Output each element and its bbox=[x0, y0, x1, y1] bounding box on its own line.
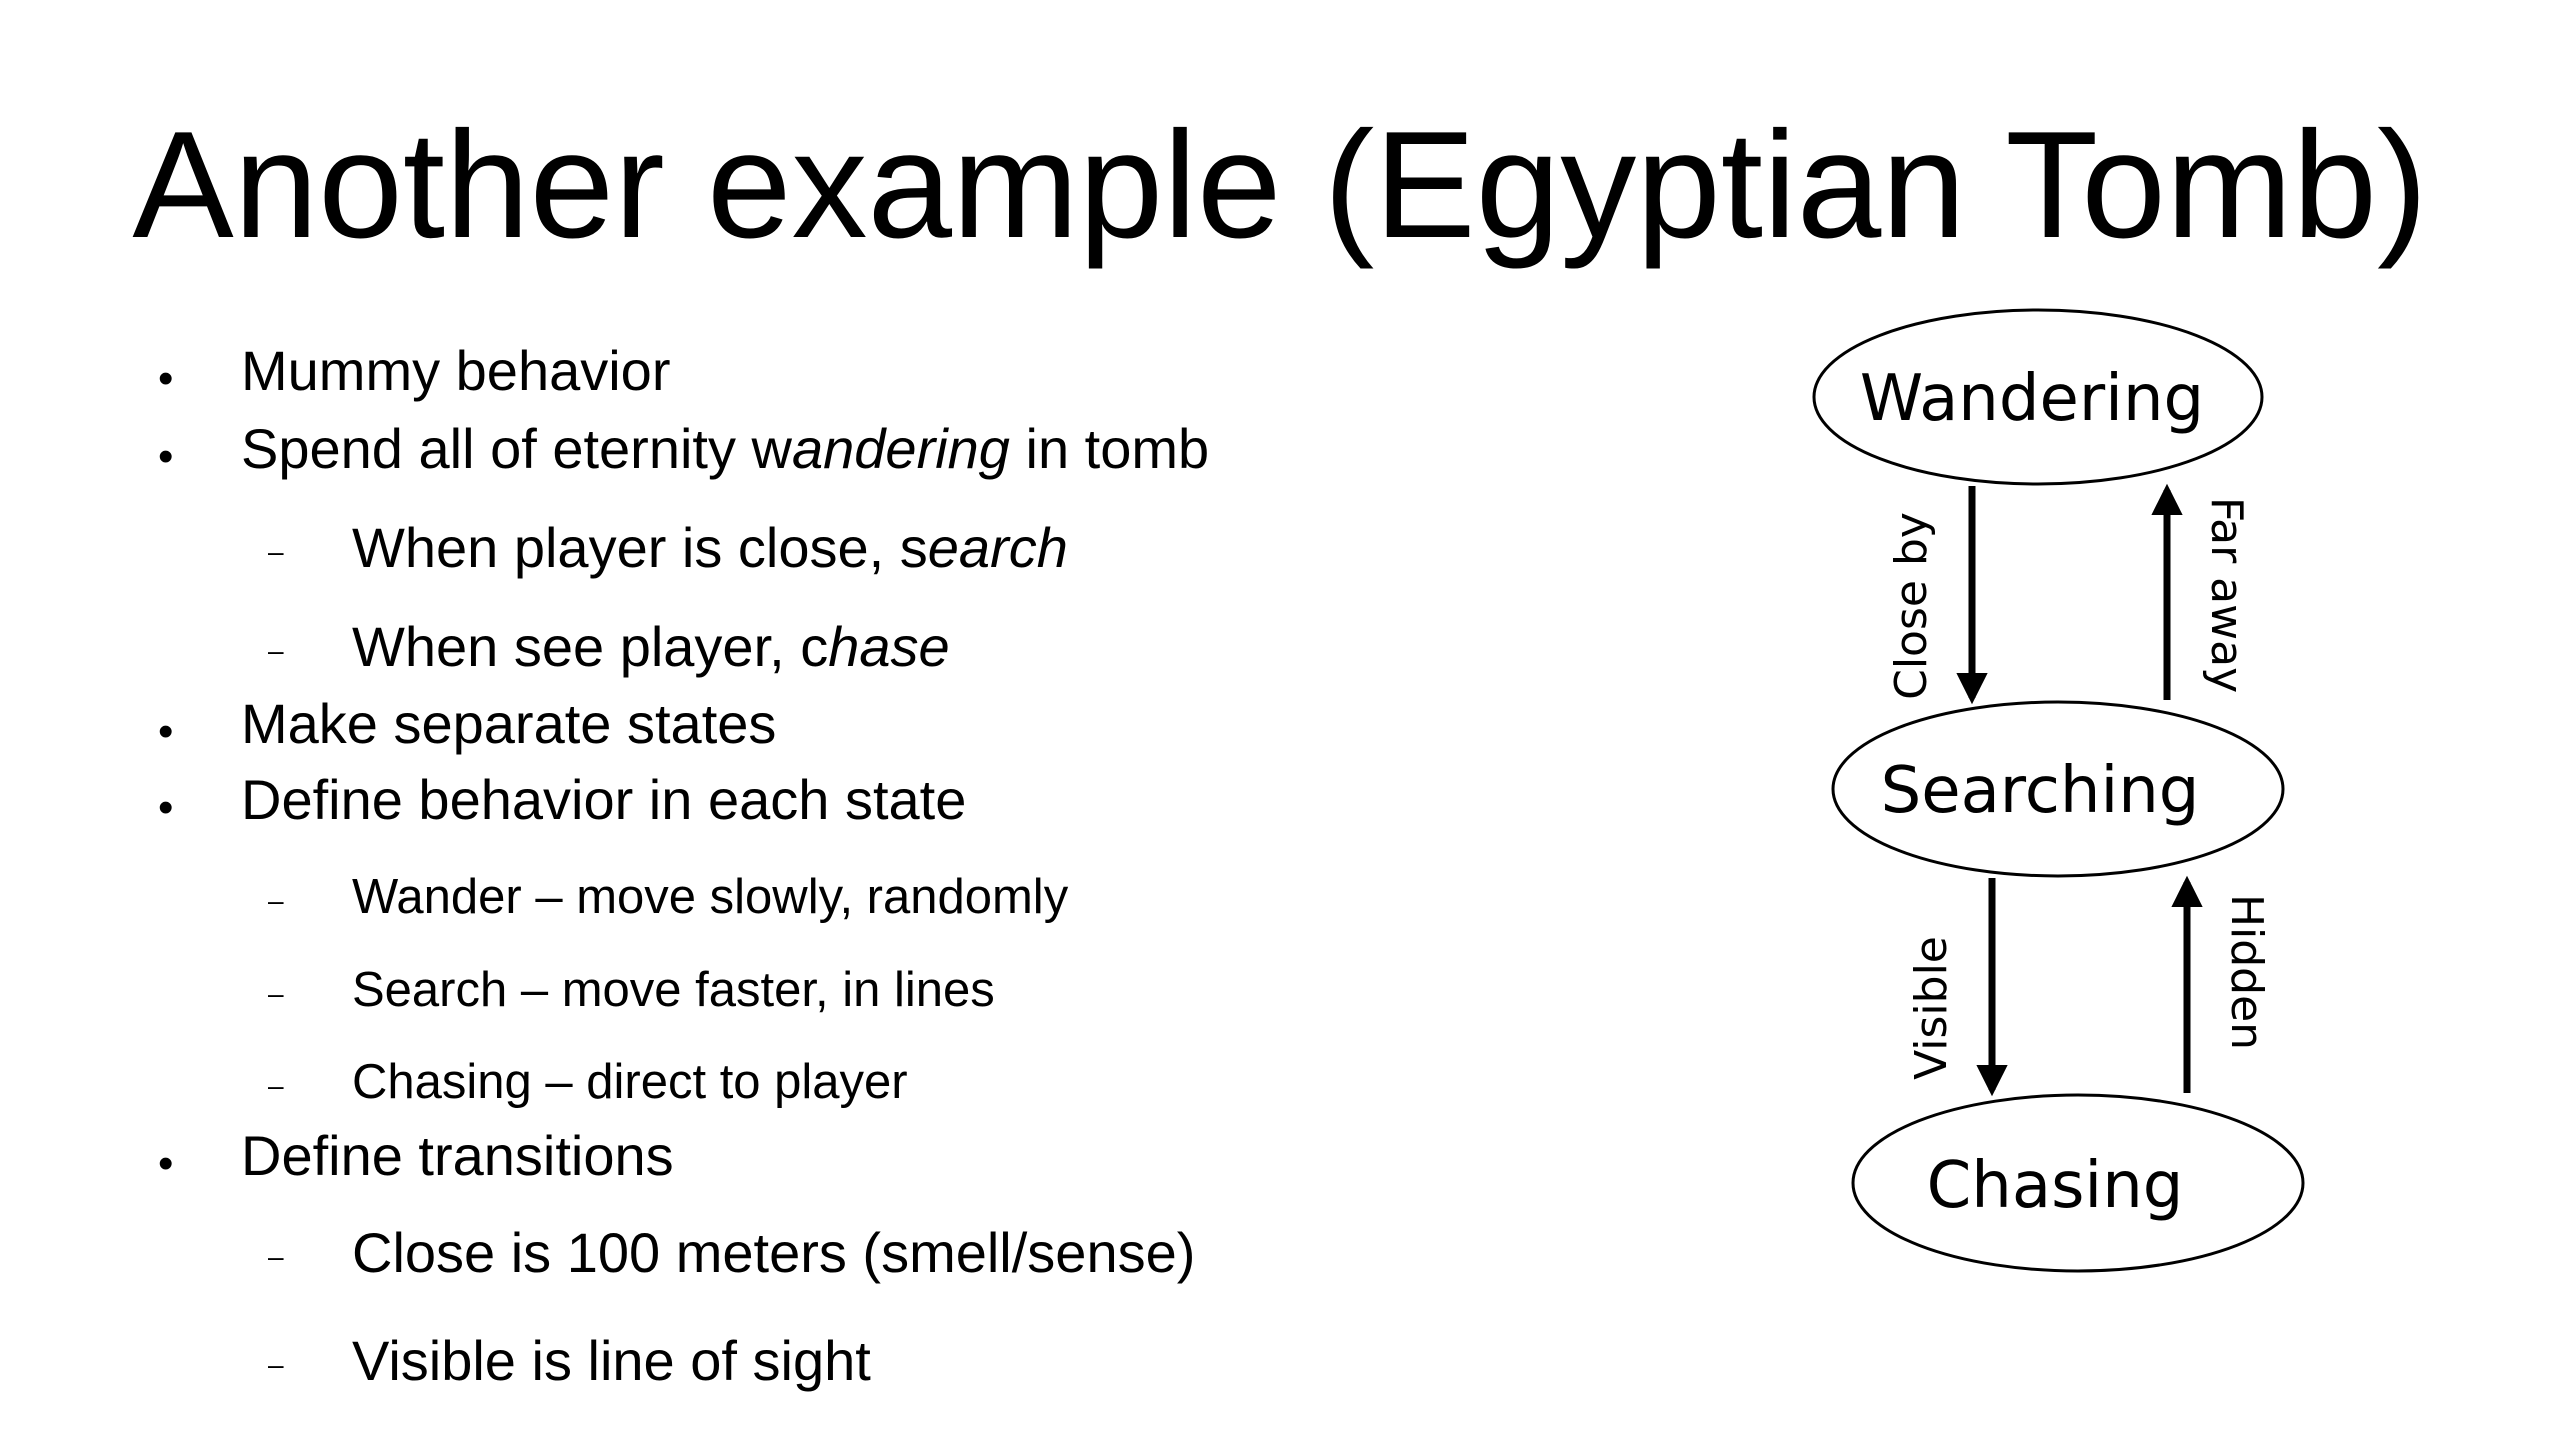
state-wandering-label: Wandering bbox=[1860, 362, 2204, 436]
state-chasing-label: Chasing bbox=[1927, 1149, 2184, 1223]
transition-visible-label: Visible bbox=[1906, 936, 1957, 1080]
dash-icon: – bbox=[268, 885, 284, 916]
state-searching-ellipse bbox=[1831, 700, 2285, 878]
transition-far-away-label: Far away bbox=[2201, 497, 2252, 693]
transition-far-away: Far away bbox=[2151, 483, 2252, 700]
dash-icon: – bbox=[268, 978, 284, 1009]
dash-icon: – bbox=[268, 1070, 284, 1101]
state-chasing-ellipse bbox=[1851, 1093, 2305, 1273]
slide-title: Another example (Egyptian Tomb) bbox=[132, 100, 2428, 270]
transition-visible: Visible bbox=[1906, 878, 2008, 1097]
state-chasing: Chasing bbox=[1851, 1093, 2305, 1273]
bullet-text-emphasis: hase bbox=[828, 615, 950, 678]
bullet-text-part: Spend all of eternity w bbox=[241, 417, 792, 480]
state-wandering: Wandering bbox=[1812, 308, 2264, 486]
transition-close-by: Close by bbox=[1886, 486, 1988, 705]
dash-icon: – bbox=[268, 1349, 284, 1380]
state-wandering-ellipse bbox=[1812, 308, 2264, 486]
bullet-text: Define transitions bbox=[241, 1124, 674, 1187]
bullet-text-part: in tomb bbox=[1009, 417, 1210, 480]
bullet-text-emphasis: earch bbox=[927, 516, 1068, 579]
bullet-dot-icon: • bbox=[158, 783, 174, 832]
transition-hidden: Hidden bbox=[2171, 875, 2272, 1093]
bullet-dot-icon: • bbox=[158, 432, 174, 481]
sub-bullet-text: Search – move faster, in lines bbox=[352, 963, 995, 1017]
transition-hidden-label: Hidden bbox=[2221, 894, 2272, 1050]
sub-bullet-text: Close is 100 meters (smell/sense) bbox=[352, 1221, 1196, 1284]
dash-icon: – bbox=[268, 635, 284, 666]
sub-bullet-text: Chasing – direct to player bbox=[352, 1055, 908, 1109]
dash-icon: – bbox=[268, 1241, 284, 1272]
bullet-text-part: When see player, c bbox=[352, 615, 829, 678]
bullet-dot-icon: • bbox=[158, 354, 174, 403]
state-searching-label: Searching bbox=[1881, 754, 2200, 828]
bullet-dot-icon: • bbox=[158, 707, 174, 756]
sub-bullet-text: Visible is line of sight bbox=[352, 1329, 871, 1392]
dash-icon: – bbox=[268, 536, 284, 567]
bullet-text: Spend all of eternity wandering in tomb bbox=[241, 417, 1209, 481]
bullet-text-emphasis: andering bbox=[791, 417, 1010, 480]
bullet-dot-icon: • bbox=[158, 1139, 174, 1188]
bullet-text: Make separate states bbox=[241, 692, 777, 755]
bullet-text-part: When player is close, s bbox=[352, 516, 928, 579]
bullet-text: Mummy behavior bbox=[241, 339, 671, 402]
sub-bullet-text: When see player, chase bbox=[352, 615, 950, 679]
sub-bullet-text: When player is close, search bbox=[352, 516, 1068, 580]
state-searching: Searching bbox=[1831, 700, 2285, 878]
sub-bullet-text: Wander – move slowly, randomly bbox=[352, 870, 1069, 924]
transition-close-by-label: Close by bbox=[1886, 512, 1937, 700]
bullet-text: Define behavior in each state bbox=[241, 768, 967, 831]
